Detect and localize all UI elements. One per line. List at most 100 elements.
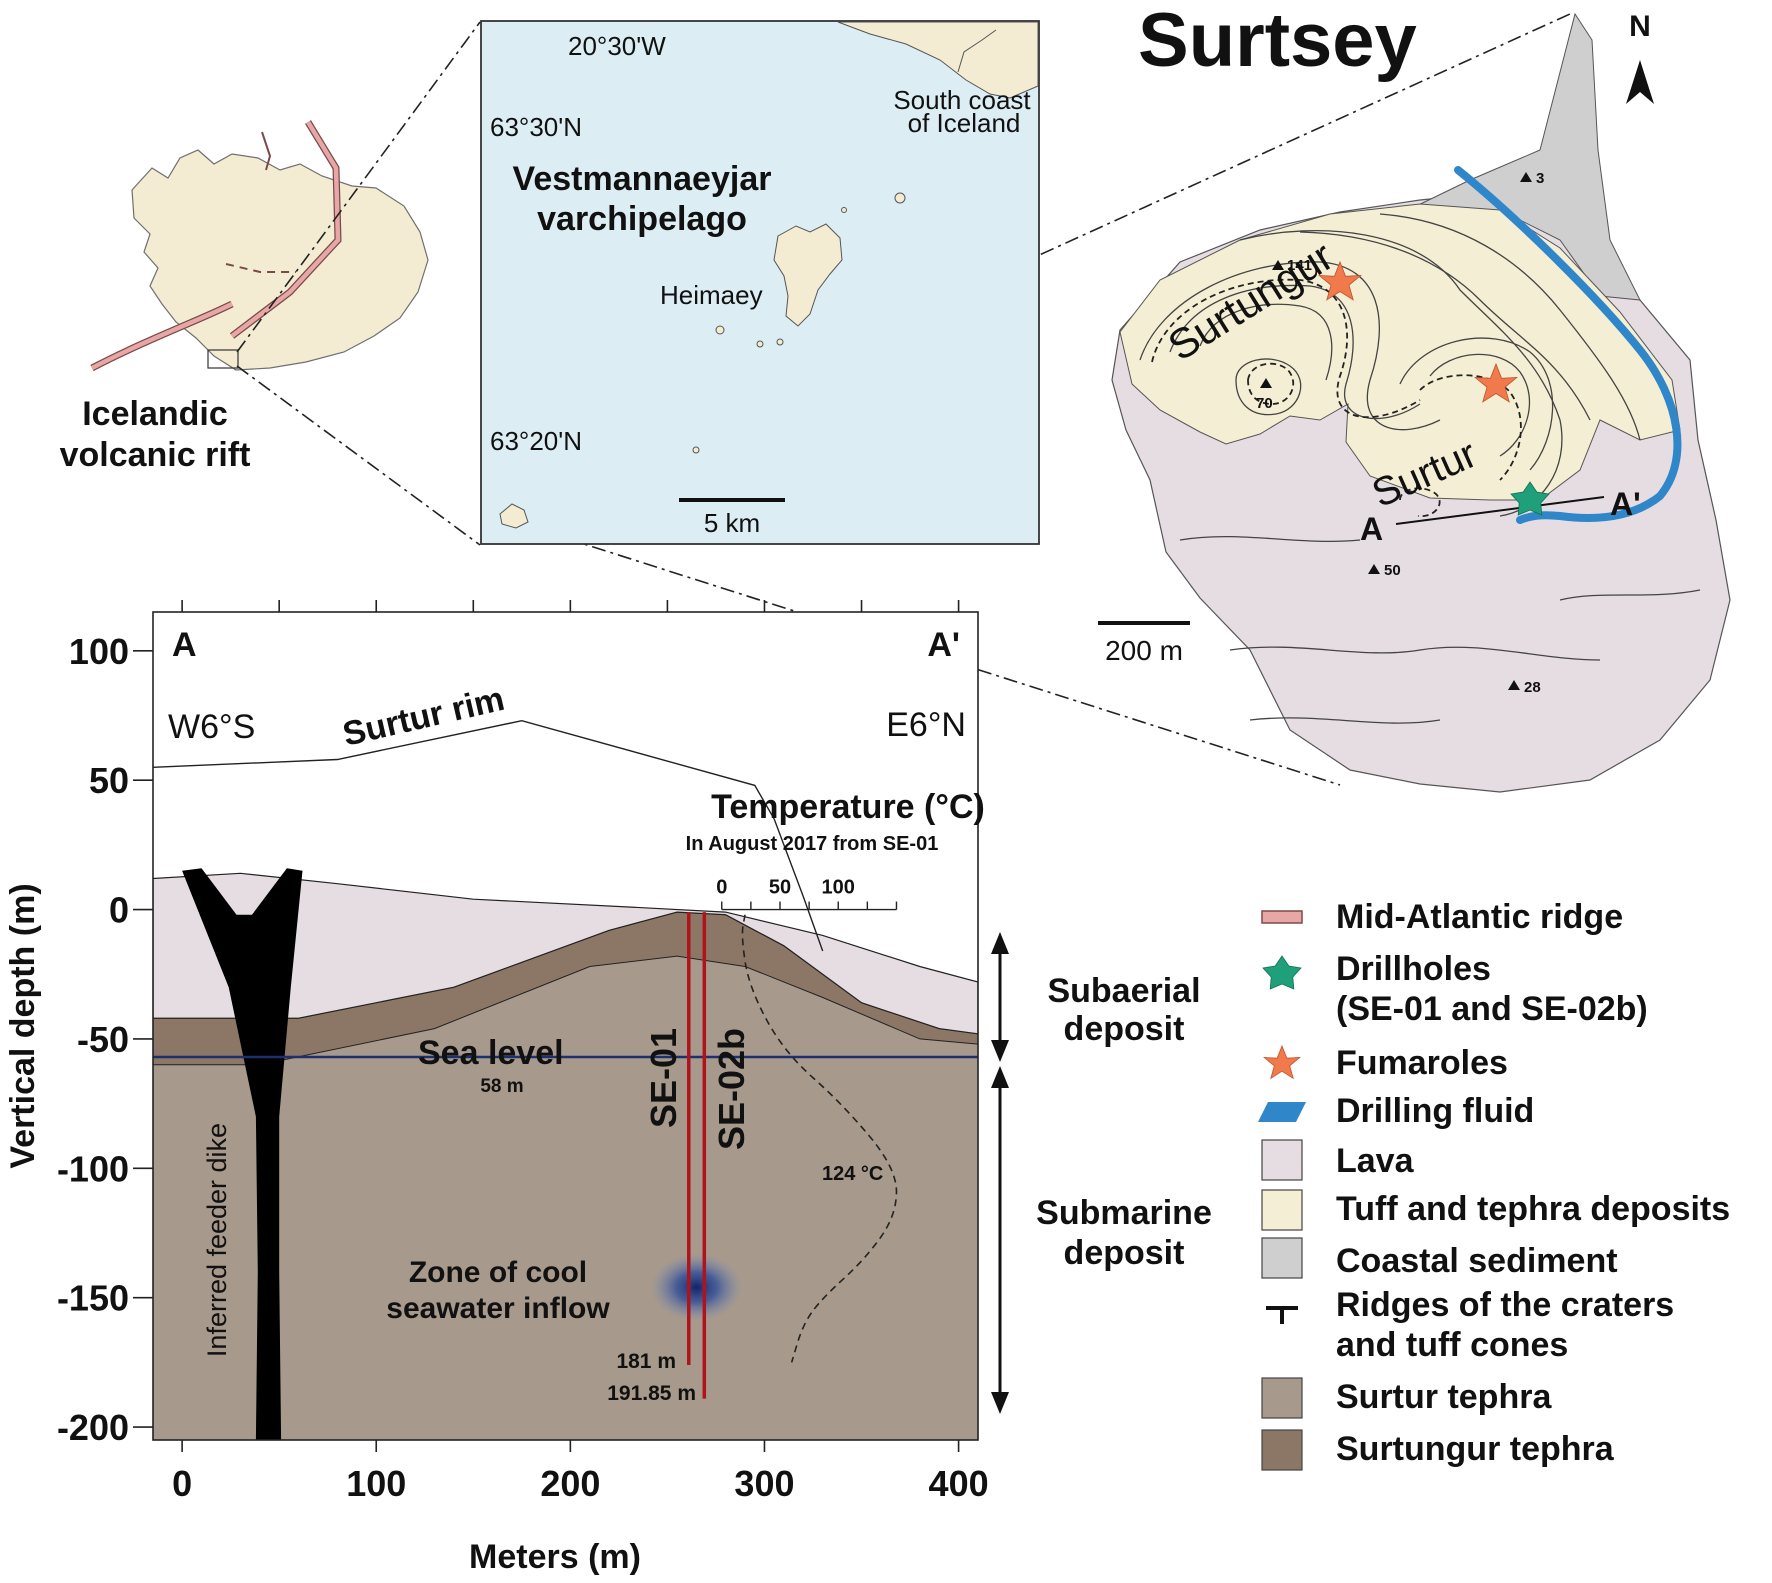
surtsey-small (499, 503, 529, 529)
legend-label: Drilling fluid (1336, 1092, 1534, 1130)
elevation-triangle-icon (1508, 680, 1520, 690)
corner-label-a: A (172, 626, 197, 664)
islet (894, 192, 906, 204)
map-section-label-a: A (1360, 511, 1383, 547)
temperature-tick-label: 0 (716, 877, 727, 899)
contour-lines (1139, 213, 1701, 724)
legend-label: Mid-Atlantic ridge (1336, 898, 1623, 936)
legend-surtur-swatch (1261, 1377, 1303, 1419)
legend-label: Drillholes (1336, 950, 1491, 988)
y-tick-label: -100 (57, 1148, 129, 1189)
inset-map: 20°30'W 63°30'N 63°20'N South coast of I… (480, 20, 1040, 545)
fumarole-star (1474, 362, 1518, 403)
legend-label: Ridges of the craters (1336, 1286, 1674, 1324)
y-tick-label: -150 (57, 1278, 129, 1319)
inset-arch-line2: varchipelago (537, 200, 747, 238)
temperature-tick-label: 100 (822, 877, 855, 899)
rift-north-segment (261, 131, 272, 171)
crater-ridge-lines (1151, 278, 1522, 517)
cool-zone-line2: seawater inflow (386, 1292, 610, 1325)
elevation-triangle-icon (1272, 260, 1284, 270)
subaerial-line2: deposit (1064, 1010, 1185, 1048)
legend-label: Lava (1336, 1142, 1415, 1180)
inset-coast-line1: South coast (893, 85, 1031, 115)
direction-west: W6°S (168, 708, 255, 746)
y-tick-label: -50 (77, 1019, 129, 1060)
legend-label: Surtungur tephra (1336, 1430, 1615, 1468)
submarine-line2: deposit (1064, 1234, 1185, 1272)
temperature-title: Temperature (°C) (711, 788, 985, 826)
elevation-label: 70 (1256, 395, 1273, 412)
inset-lat-bottom: 63°20'N (490, 426, 582, 456)
surtur-tephra-layer (153, 956, 978, 1440)
inset-lon-label: 20°30'W (568, 31, 666, 61)
iceland-label-line1: Icelandic (82, 395, 228, 433)
elevation-label: 28 (1524, 679, 1541, 696)
elevation-triangle-icon (1260, 378, 1272, 388)
islet (692, 446, 700, 454)
north-label: N (1629, 10, 1651, 43)
heimaey-island (773, 223, 843, 327)
x-tick-label: 400 (929, 1463, 989, 1504)
x-tick-label: 300 (734, 1463, 794, 1504)
x-tick-label: 200 (540, 1463, 600, 1504)
elevation-label: 3 (1536, 170, 1544, 187)
sea-level-depth: 58 m (480, 1076, 523, 1097)
drillhole-star (1510, 481, 1550, 516)
iceland-map: Icelandic volcanic rift (60, 120, 429, 474)
surtsey-title: Surtsey (1138, 0, 1417, 83)
y-tick-label: 0 (109, 890, 129, 931)
coast-river (957, 29, 997, 73)
inset-scale-label: 5 km (704, 508, 760, 538)
legend-label: Coastal sediment (1336, 1242, 1618, 1280)
islet (715, 325, 725, 335)
feeder-dike (182, 868, 303, 1440)
legend-fumarole-star-icon (1263, 1044, 1301, 1080)
legend-label: Tuff and tephra deposits (1336, 1190, 1730, 1228)
iceland-label-line2: volcanic rift (60, 436, 251, 474)
max-temperature-label: 124 °C (822, 1163, 883, 1185)
legend-label: Surtur tephra (1336, 1378, 1552, 1416)
se-01-depth: 181 m (616, 1350, 676, 1373)
corner-label-a-prime: A' (927, 626, 960, 664)
se-02b-depth: 191.85 m (607, 1382, 696, 1405)
north-arrow-icon (1626, 60, 1654, 104)
legend-ridge-tick-icon (1266, 1306, 1298, 1324)
subaerial-line1: Subaerial (1047, 972, 1200, 1010)
map-section-label-a-prime: A' (1610, 486, 1641, 522)
legend-label-cont: (SE-01 and SE-02b) (1336, 990, 1648, 1028)
inset-locator-box (207, 349, 239, 369)
legend-label: Fumaroles (1336, 1044, 1508, 1082)
south-coast-land (837, 21, 1039, 99)
inset-coast-line2: of Iceland (908, 108, 1021, 138)
temperature-profile (741, 914, 898, 1363)
elevation-label: 141 (1287, 257, 1312, 274)
y-axis-label: Vertical depth (m) (4, 883, 42, 1168)
inset-ocean (480, 20, 1040, 545)
x-tick-label: 100 (346, 1463, 406, 1504)
y-tick-label: -200 (57, 1407, 129, 1448)
y-tick-label: 50 (89, 760, 129, 801)
cool-seawater-zone (650, 1253, 743, 1322)
surtsey-map: Surtsey N Surtungur Surtur A A' 200 m 14… (1098, 0, 1731, 793)
plot-frame (152, 611, 979, 1441)
temperature-tick-label: 50 (769, 877, 791, 899)
x-axis-label: Meters (m) (469, 1538, 641, 1576)
inset-lat-top: 63°30'N (490, 112, 582, 142)
islet (776, 338, 784, 346)
x-tick-label: 0 (172, 1463, 192, 1504)
fumarole-star (1318, 260, 1362, 301)
legend-lava-swatch (1261, 1139, 1303, 1181)
rift-dashed-segment (225, 263, 296, 273)
temperature-subtitle: In August 2017 from SE-01 (686, 833, 939, 855)
se-02b-label: SE-02b (711, 1028, 752, 1150)
islet (841, 207, 847, 213)
inset-arch-line1: Vestmannaeyjar (513, 160, 772, 198)
submarine-line1: Submarine (1036, 1194, 1212, 1232)
sea-level-label: Sea level (418, 1034, 564, 1072)
surtsey-scale-label: 200 m (1105, 635, 1183, 666)
se-01-label: SE-01 (643, 1028, 684, 1128)
